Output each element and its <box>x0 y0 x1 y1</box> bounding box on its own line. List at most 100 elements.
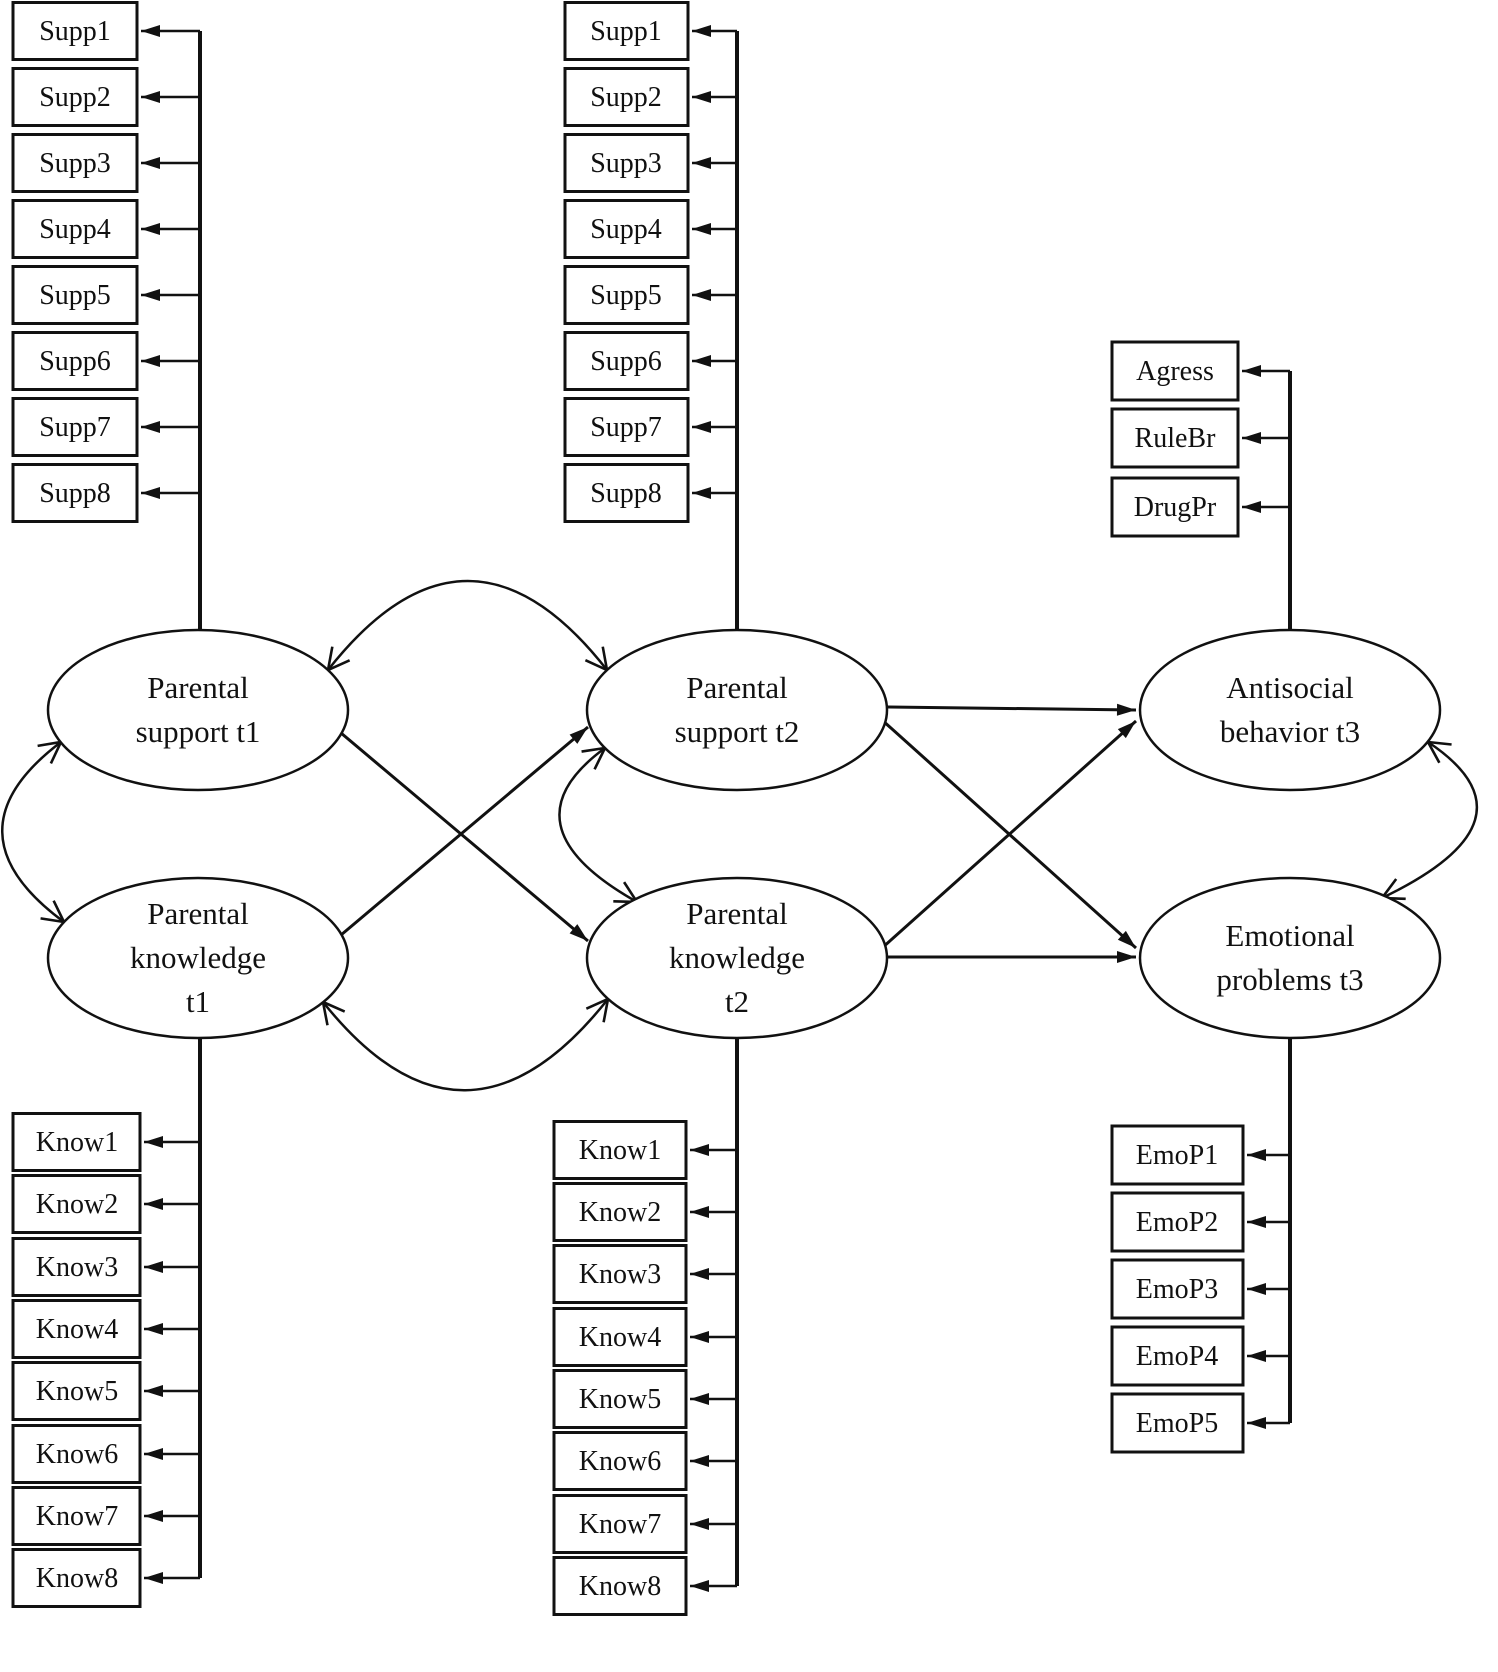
box-label: Supp8 <box>39 478 111 509</box>
indicator-column-supp-t2: Supp1 Supp2 Supp3 Supp4 Supp5 Supp6 Supp… <box>563 1 690 523</box>
indicator-box: EmoP5 <box>1110 1392 1245 1454</box>
loading-arrows-supp-t1 <box>141 25 200 499</box>
indicator-box: Supp7 <box>563 397 690 457</box>
path-knowledge-t1-to-support-t2 <box>340 725 589 937</box>
box-rect <box>11 265 139 325</box>
box-label: Know2 <box>579 1197 661 1228</box>
box-label: Know7 <box>36 1501 118 1532</box>
box-rect <box>11 1237 142 1297</box>
box-label: Know4 <box>579 1322 661 1353</box>
indicator-box: Supp5 <box>563 265 690 325</box>
loading-arrows-emotional-t3 <box>1247 1149 1290 1429</box>
box-rect <box>1110 1258 1245 1320</box>
indicator-box: Know5 <box>11 1361 142 1421</box>
latent-ellipse <box>1138 876 1442 1040</box>
box-label: EmoP3 <box>1136 1274 1218 1305</box>
box-label: Know2 <box>36 1189 118 1220</box>
latent-ellipse <box>1138 628 1442 792</box>
indicator-box: Supp7 <box>11 397 139 457</box>
box-label: Supp2 <box>590 82 662 113</box>
latent-label: Emotional <box>1225 918 1354 953</box>
box-label: Know6 <box>579 1446 661 1477</box>
box-label: Know8 <box>579 1571 661 1602</box>
box-rect <box>11 1174 142 1234</box>
box-label: EmoP1 <box>1136 1140 1218 1171</box>
box-label: Supp5 <box>39 280 111 311</box>
box-label: Know4 <box>36 1314 118 1345</box>
indicator-box: Supp1 <box>11 1 139 61</box>
box-rect <box>563 331 690 391</box>
box-rect <box>563 199 690 259</box>
path-support-t2-to-antisocial-t3 <box>885 703 1137 716</box>
indicator-box: Supp1 <box>563 1 690 61</box>
latent-label: Parental <box>147 896 249 931</box>
box-rect <box>11 1486 142 1546</box>
box-label: Know3 <box>36 1252 118 1283</box>
box-rect <box>552 1182 688 1242</box>
box-rect <box>1110 1392 1245 1454</box>
indicator-box: Know6 <box>11 1424 142 1484</box>
indicator-column-supp-t1: Supp1 Supp2 Supp3 Supp4 Supp5 Supp6 Supp… <box>11 1 139 523</box>
latent-knowledge-t2: Parental knowledge t2 <box>585 876 889 1040</box>
box-label: Supp3 <box>590 148 662 179</box>
indicator-box: Supp3 <box>11 133 139 193</box>
latent-label: behavior t3 <box>1220 714 1360 749</box>
latent-label: Parental <box>686 896 788 931</box>
covariance-arc-support-t1-knowledge-t1 <box>1 740 67 924</box>
latent-emotional-t3: Emotional problems t3 <box>1138 876 1442 1040</box>
indicator-column-antisocial-t3: Agress RuleBr DrugPr <box>1110 340 1240 538</box>
loading-arrows-know-t1 <box>144 1136 200 1584</box>
box-label: Supp3 <box>39 148 111 179</box>
box-label: Know5 <box>36 1376 118 1407</box>
latent-antisocial-t3: Antisocial behavior t3 <box>1138 628 1442 792</box>
latent-label: support t1 <box>136 714 261 749</box>
indicator-box: EmoP1 <box>1110 1124 1245 1186</box>
indicator-column-emotional-t3: EmoP1 EmoP2 EmoP3 EmoP4 EmoP5 <box>1110 1124 1245 1454</box>
latent-label: Parental <box>686 670 788 705</box>
covariance-arcs <box>1 579 1479 1092</box>
box-rect <box>1110 340 1240 402</box>
indicator-box: Supp2 <box>11 67 139 127</box>
latent-ellipse <box>585 876 889 1040</box>
latent-label: Antisocial <box>1226 670 1353 705</box>
box-rect <box>11 1 139 61</box>
indicator-box: Know8 <box>11 1548 142 1608</box>
box-rect <box>1110 407 1240 469</box>
box-label: Supp5 <box>590 280 662 311</box>
box-rect <box>563 1 690 61</box>
box-rect <box>1110 476 1240 538</box>
indicator-box: Know4 <box>552 1307 688 1367</box>
box-rect <box>1110 1191 1245 1253</box>
box-rect <box>563 463 690 523</box>
indicator-box: Know6 <box>552 1431 688 1491</box>
box-rect <box>552 1369 688 1429</box>
latent-label: support t2 <box>675 714 800 749</box>
indicator-box: RuleBr <box>1110 407 1240 469</box>
box-label: Know1 <box>36 1127 118 1158</box>
box-label: DrugPr <box>1134 492 1217 523</box>
box-label: RuleBr <box>1135 423 1217 454</box>
latent-label: knowledge <box>669 940 805 975</box>
box-label: Know6 <box>36 1439 118 1470</box>
indicator-box: EmoP2 <box>1110 1191 1245 1253</box>
indicator-box: Know7 <box>552 1494 688 1554</box>
box-rect <box>11 1361 142 1421</box>
box-label: Know5 <box>579 1384 661 1415</box>
indicator-connectors <box>198 31 1292 1586</box>
box-label: Know1 <box>579 1135 661 1166</box>
latent-label: Parental <box>147 670 249 705</box>
indicator-box: Know5 <box>552 1369 688 1429</box>
box-rect <box>11 463 139 523</box>
box-rect <box>552 1307 688 1367</box>
box-rect <box>11 67 139 127</box>
box-rect <box>552 1244 688 1304</box>
structural-paths <box>340 703 1138 963</box>
loading-arrows-supp-t2 <box>692 25 737 499</box>
indicator-box: Know8 <box>552 1556 688 1616</box>
indicator-box: Know4 <box>11 1299 142 1359</box>
covariance-arc-support-t2-knowledge-t2 <box>558 746 640 904</box>
indicator-box: Know3 <box>552 1244 688 1304</box>
box-rect <box>563 133 690 193</box>
latent-support-t1: Parental support t1 <box>46 628 350 792</box>
